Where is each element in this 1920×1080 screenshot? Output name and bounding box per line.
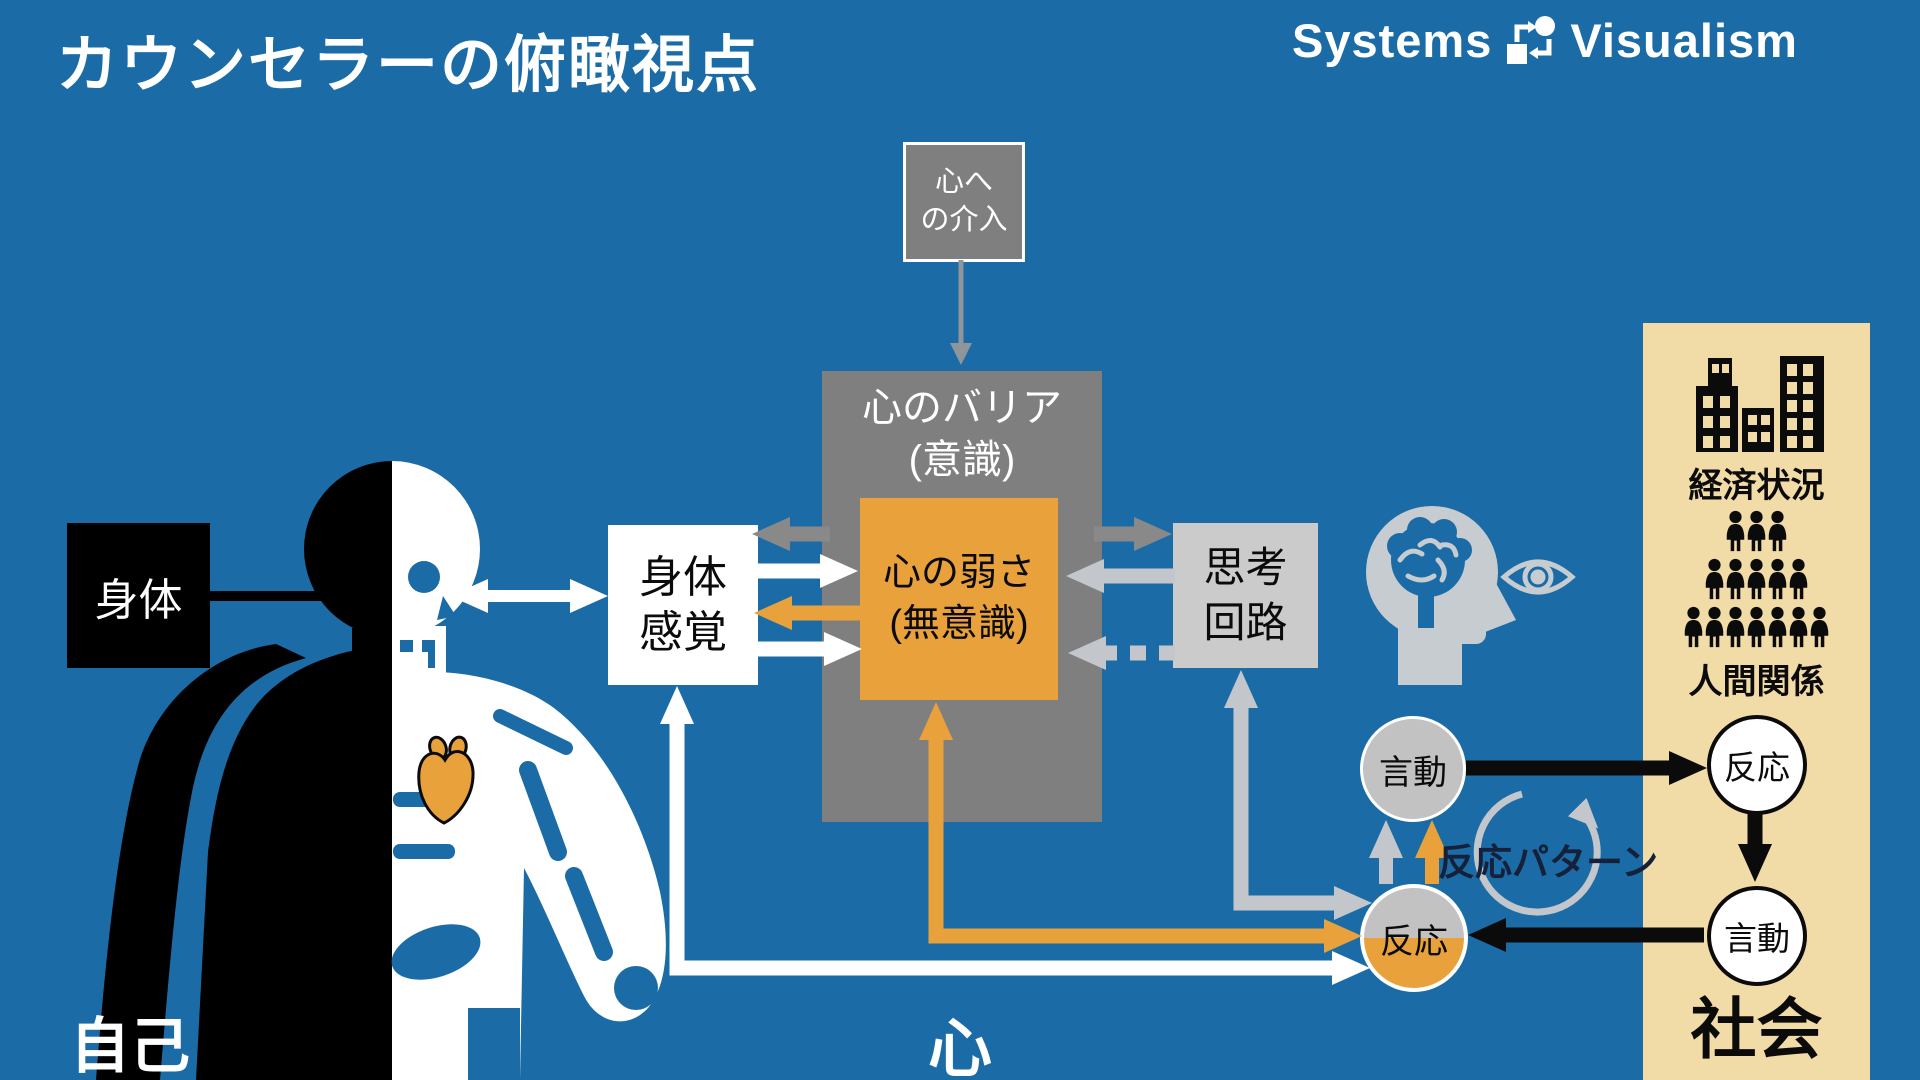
intervention-box: 心へ の介入 (903, 142, 1025, 262)
eye-icon (1500, 559, 1576, 595)
sensation-box: 身体 感覚 (608, 525, 758, 685)
silhouette-torso (196, 644, 392, 1080)
buildings-icon (1696, 356, 1824, 452)
body-box: 身体 (67, 523, 210, 668)
reaction-circle-mid: 反応 (1360, 884, 1468, 992)
page-title: カウンセラーの俯瞰視点 (56, 31, 761, 100)
barrier-label: 心のバリア (意識) (862, 386, 1062, 482)
thinking-box: 思考 回路 (1173, 523, 1318, 668)
half-silhouette-figure (96, 461, 666, 1080)
arrow-sensation-reaction-elbow (660, 686, 1370, 985)
brain-head-icon (1366, 506, 1516, 685)
speech-circle-society: 言動 (1707, 886, 1807, 986)
weakness-box: 心の弱さ (無意識) (860, 498, 1058, 700)
logo: Systems Visualism (1292, 8, 1912, 72)
relations-label: 人間関係 (1688, 663, 1825, 701)
heart-icon (417, 735, 475, 825)
reaction-circle-society: 反応 (1707, 715, 1807, 815)
reaction-pattern-label: 反応パターン (1438, 842, 1659, 883)
society-label: 社会 (1690, 992, 1823, 1066)
economy-label: 経済状況 (1688, 467, 1825, 505)
logo-word-visualism: Visualism (1570, 13, 1798, 67)
cycle-diagram-icon (1507, 16, 1556, 64)
mind-label: 心 (928, 1013, 992, 1080)
arrow-weakness-reaction-elbow (919, 702, 1362, 953)
circular-arrow-icon (1473, 790, 1601, 916)
speech-circle-mid: 言動 (1360, 716, 1466, 822)
logo-word-systems: Systems (1292, 13, 1493, 67)
self-label: 自己 (70, 1013, 190, 1080)
arrow-thinking-reaction-elbow (1224, 670, 1372, 920)
silhouette-arm (96, 644, 306, 1080)
